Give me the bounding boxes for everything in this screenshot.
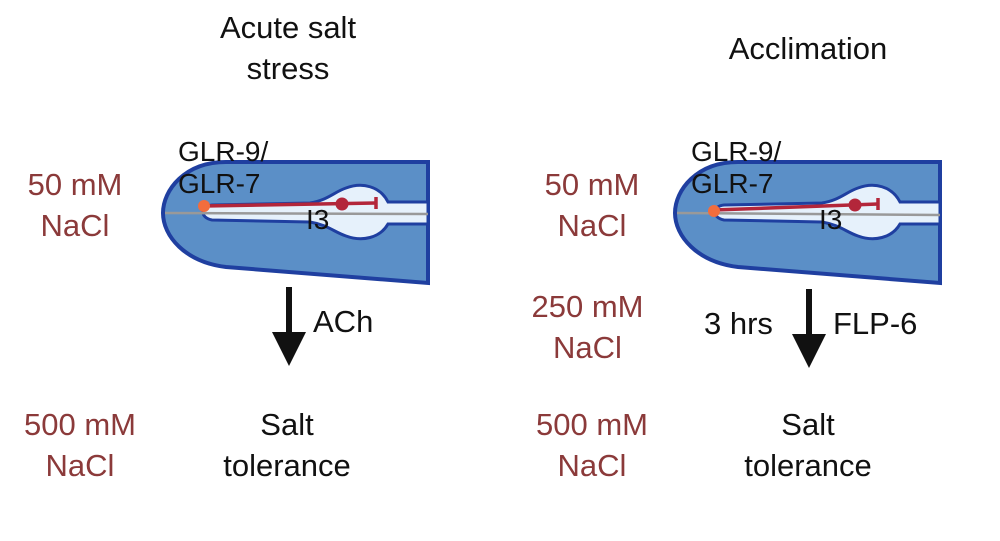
right-neuron-label: I3 xyxy=(819,204,843,235)
right-start-salt: 50 mM NaCl xyxy=(527,164,657,246)
sensory-ending-right xyxy=(708,205,720,217)
right-acclim-salt: 250 mM NaCl xyxy=(515,286,660,368)
right-outcome-line2: tolerance xyxy=(744,448,872,483)
right-end-nacl: NaCl xyxy=(557,448,627,483)
right-duration-label: 3 hrs xyxy=(704,306,773,341)
left-outcome-line2: tolerance xyxy=(223,448,351,483)
left-end-nacl: NaCl xyxy=(45,448,115,483)
left-receptor-line1: GLR-9/ xyxy=(178,136,269,167)
left-receptor-label: GLR-9/ GLR-7 xyxy=(178,136,268,200)
right-acclim-nacl: NaCl xyxy=(553,330,622,365)
pharynx-lumen-right xyxy=(676,211,941,217)
left-outcome: Salt tolerance xyxy=(197,404,377,486)
right-receptor-label: GLR-9/ GLR-7 xyxy=(691,136,781,200)
left-start-salt: 50 mM NaCl xyxy=(10,164,140,246)
right-signal-label: FLP-6 xyxy=(833,306,918,341)
left-start-nacl: NaCl xyxy=(40,208,110,243)
right-end-salt: 500 mM NaCl xyxy=(522,404,662,486)
i3-soma-right xyxy=(848,198,862,212)
right-start-conc: 50 mM xyxy=(544,167,640,202)
right-receptor-line1: GLR-9/ xyxy=(691,136,782,167)
left-title-line2: stress xyxy=(246,51,330,86)
right-end-conc: 500 mM xyxy=(536,407,648,442)
i3-soma-left xyxy=(335,197,349,211)
left-receptor-line2: GLR-7 xyxy=(178,168,261,199)
right-title: Acclimation xyxy=(728,31,888,66)
down-arrow-right xyxy=(792,289,826,368)
right-start-nacl: NaCl xyxy=(557,208,627,243)
worm-head-right xyxy=(672,160,942,286)
worm-head-left xyxy=(160,160,430,286)
down-arrow-left xyxy=(272,287,306,366)
right-acclim-conc: 250 mM xyxy=(531,289,644,324)
sensory-ending-left xyxy=(198,200,210,212)
pharynx-lumen-left xyxy=(164,211,429,216)
left-end-salt: 500 mM NaCl xyxy=(10,404,150,486)
right-outcome-line1: Salt xyxy=(781,407,835,442)
left-start-conc: 50 mM xyxy=(27,167,123,202)
left-signal-label: ACh xyxy=(313,304,374,339)
left-title-line1: Acute salt xyxy=(219,10,357,45)
right-outcome: Salt tolerance xyxy=(718,404,898,486)
left-title: Acute salt stress xyxy=(188,7,388,89)
left-neuron-label: I3 xyxy=(306,204,330,235)
left-end-conc: 500 mM xyxy=(24,407,136,442)
right-receptor-line2: GLR-7 xyxy=(691,168,774,199)
left-outcome-line1: Salt xyxy=(260,407,314,442)
